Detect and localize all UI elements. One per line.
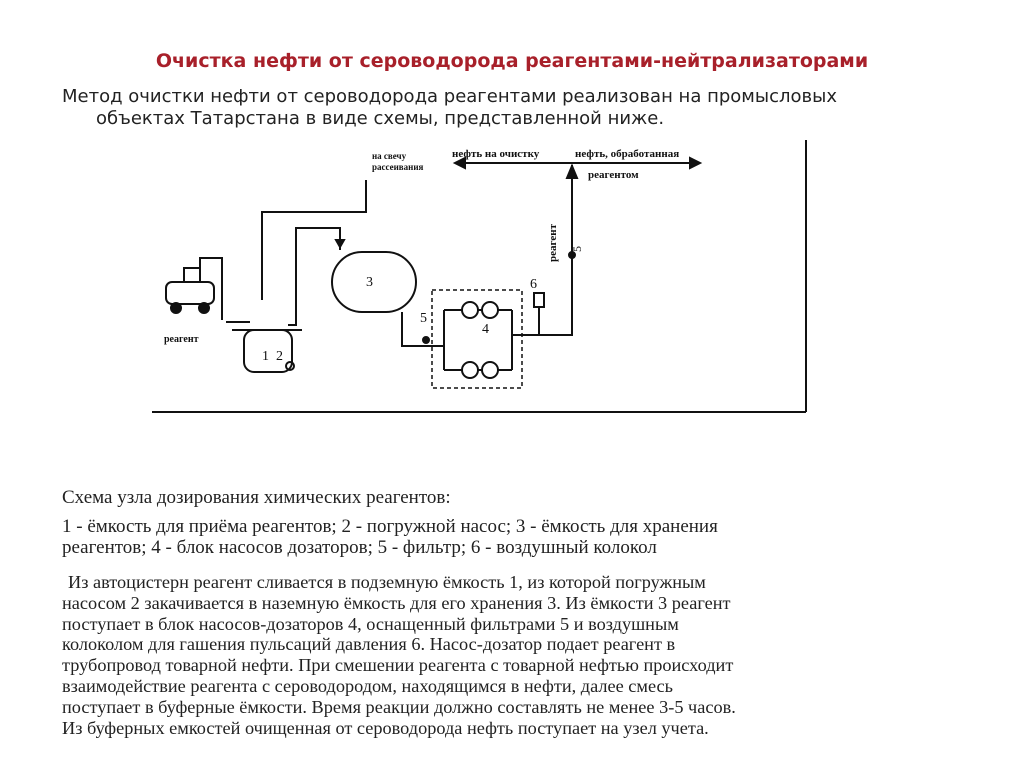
scheme-legend: 1 - ёмкость для приёма реагентов; 2 - по…	[62, 516, 982, 558]
label-reagent-vertical: реагент	[547, 223, 559, 262]
label-num-1: 1	[262, 349, 269, 364]
body-line: насосом 2 закачивается в наземную ёмкост…	[62, 592, 731, 613]
label-oil-out-2: реагентом	[588, 169, 639, 181]
pump-symbol-top	[481, 301, 499, 319]
truck-cab	[183, 267, 201, 283]
pump-symbol-bottom	[461, 361, 479, 379]
scheme-caption: Схема узла дозирования химических реаген…	[62, 487, 451, 508]
pump-2-symbol	[285, 361, 295, 371]
truck-wheel	[198, 302, 210, 314]
label-num-5b: 5	[570, 246, 584, 252]
vent-pipe	[261, 180, 367, 300]
label-num-2: 2	[276, 349, 283, 364]
label-num-4: 4	[482, 322, 489, 337]
body-line: Из буферных емкостей очищенная от серово…	[62, 717, 709, 738]
pump-symbol-top	[461, 301, 479, 319]
label-vent-2: рассеивания	[372, 162, 424, 172]
oil-arrow-right	[689, 156, 703, 170]
description-paragraph: Из автоцистерн реагент сливается в подзе…	[62, 572, 982, 738]
intro-line: объектах Татарстана в виде схемы, предст…	[96, 108, 665, 129]
pump-symbol-bottom	[481, 361, 499, 379]
body-line: поступает в блок насосов-дозаторов 4, ос…	[62, 613, 679, 634]
legend-line: реагентов; 4 - блок насосов дозаторов; 5…	[62, 537, 657, 558]
truck-tank	[165, 281, 215, 305]
label-num-5: 5	[420, 311, 427, 326]
filter-5b-mark	[568, 251, 576, 259]
label-oil-out-1: нефть, обработанная	[575, 148, 679, 160]
truck-wheel	[170, 302, 182, 314]
body-line: взаимодействие реагента с сероводородом,…	[62, 675, 673, 696]
body-line: поступает в буферные ёмкости. Время реак…	[62, 696, 736, 717]
label-reagent-truck: реагент	[164, 334, 199, 345]
label-num-6: 6	[530, 277, 537, 292]
oil-arrow-left	[452, 156, 466, 170]
feed-pipe	[288, 227, 341, 326]
intro-line: Метод очистки нефти от сероводорода реаг…	[62, 86, 837, 107]
truck-hose	[199, 257, 223, 320]
storage-tank-3	[331, 251, 417, 313]
reagent-outlet-pipe	[512, 165, 573, 336]
air-bell-6	[533, 292, 545, 308]
reagent-arrow-up	[565, 163, 579, 179]
body-line: колоколом для гашения пульсаций давления…	[62, 634, 676, 655]
body-line: Из автоцистерн реагент сливается в подзе…	[68, 572, 706, 592]
label-vent-1: на свечу	[372, 151, 407, 161]
label-oil-in: нефть на очистку	[452, 148, 540, 160]
dosing-pump-block-4	[431, 289, 523, 389]
slide-title: Очистка нефти от сероводорода реагентами…	[155, 50, 869, 72]
label-num-3: 3	[366, 275, 373, 290]
feed-arrow	[334, 239, 346, 250]
intro-paragraph: Метод очистки нефти от сероводорода реаг…	[62, 86, 962, 130]
body-line: трубопровод товарной нефти. При смешении…	[62, 655, 734, 676]
filter-5-mark	[422, 336, 430, 344]
legend-line: 1 - ёмкость для приёма реагентов; 2 - по…	[62, 516, 718, 537]
tank3-outlet-pipe	[401, 312, 432, 347]
